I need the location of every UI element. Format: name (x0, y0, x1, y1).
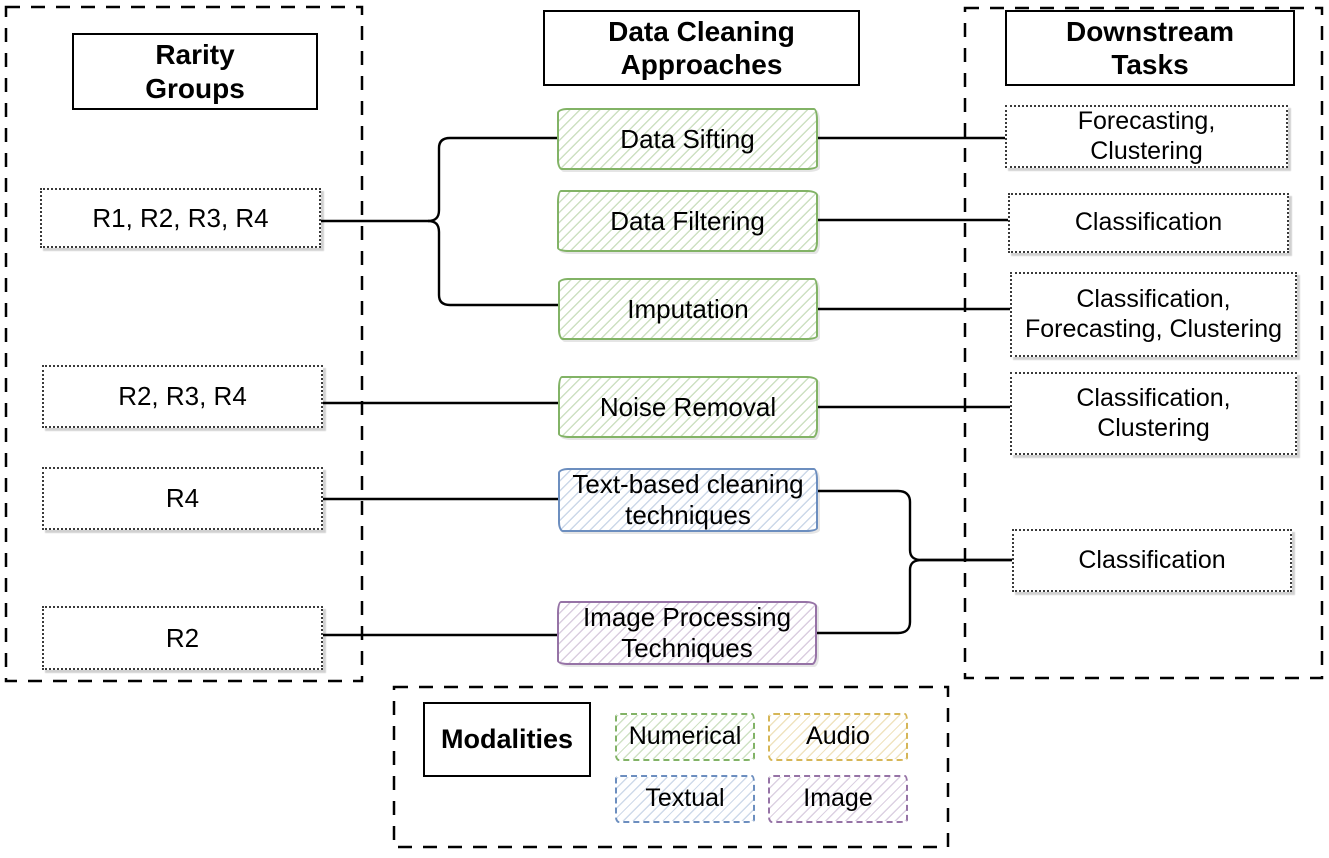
rarity-groups-title: Rarity Groups (72, 33, 318, 110)
rarity-box-r2: R2 (42, 606, 323, 670)
legend-item-numerical: Numerical (615, 713, 755, 761)
task-box-classification-clustering: Classification, Clustering (1010, 372, 1297, 455)
approach-node-data-filtering: Data Filtering (557, 190, 818, 252)
legend-item-audio: Audio (768, 713, 908, 761)
connector-text-based-to-classification (818, 489, 1012, 562)
modalities-title: Modalities (423, 702, 591, 777)
rarity-groups-container (4, 5, 364, 683)
approach-node-text-based-cleaning: Text-based cleaning techniques (558, 468, 818, 532)
downstream-tasks-title: Downstream Tasks (1005, 10, 1295, 86)
data-cleaning-approaches-title: Data Cleaning Approaches (543, 10, 860, 86)
rarity-box-r1-r2-r3-r4: R1, R2, R3, R4 (40, 188, 321, 248)
approach-node-data-sifting: Data Sifting (557, 108, 818, 170)
rarity-box-r4: R4 (42, 467, 323, 530)
task-box-classification-1: Classification (1008, 193, 1289, 253)
task-box-forecasting-clustering: Forecasting, Clustering (1005, 105, 1288, 168)
modalities-legend-container (392, 685, 950, 849)
connector-r1r2r3r4-to-imputation (427, 219, 558, 307)
legend-item-image: Image (768, 775, 908, 823)
downstream-tasks-container (963, 6, 1324, 680)
approach-node-imputation: Imputation (558, 278, 818, 340)
approach-node-noise-removal: Noise Removal (558, 376, 818, 438)
task-box-classification-forecasting-clustering: Classification, Forecasting, Clustering (1010, 272, 1297, 357)
task-box-classification-2: Classification (1012, 529, 1292, 592)
approach-node-image-processing: Image Processing Techniques (557, 601, 817, 665)
connector-r1r2r3r4-to-data-sifting (427, 136, 557, 223)
connector-image-processing-to-classification (817, 558, 1012, 635)
legend-item-textual: Textual (615, 775, 755, 823)
rarity-box-r2-r3-r4: R2, R3, R4 (42, 365, 323, 428)
